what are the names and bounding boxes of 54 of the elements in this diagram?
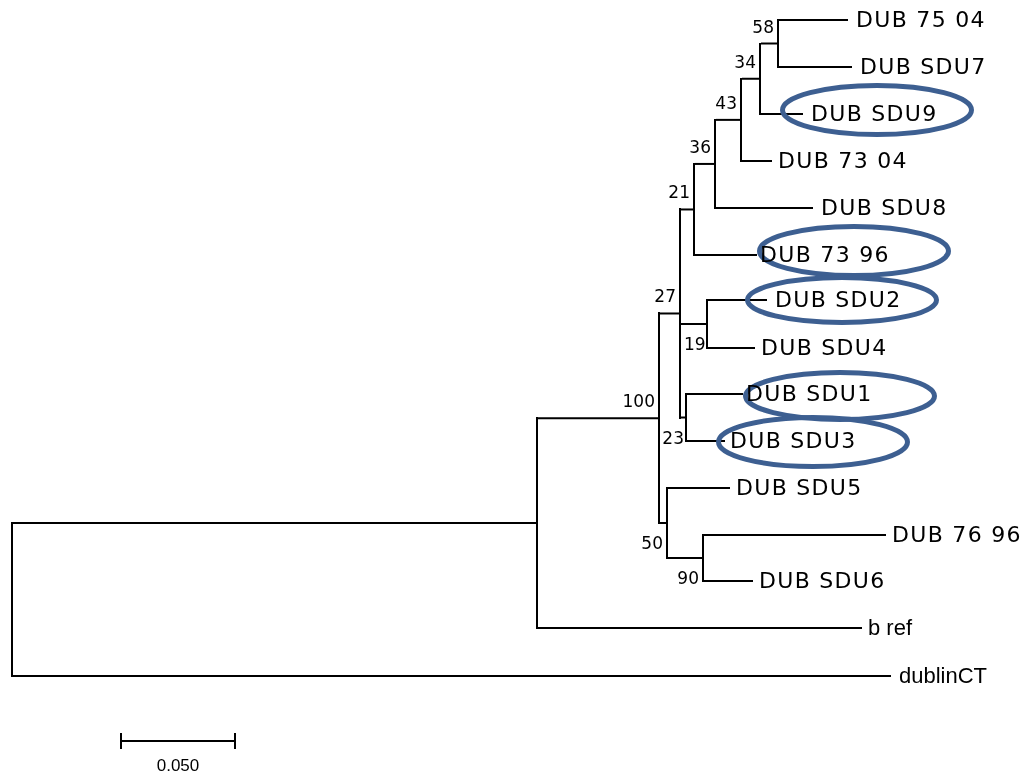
bootstrap-value: 21 [668, 182, 690, 203]
bootstrap-value: 43 [715, 92, 737, 113]
branch-line [680, 208, 694, 211]
branch-line [778, 19, 849, 21]
bootstrap-value: 36 [689, 136, 711, 157]
taxon-label: DUB SDU8 [813, 195, 948, 221]
branch-line [703, 580, 754, 582]
branch-line [680, 323, 707, 325]
highlight-ellipse [757, 224, 951, 278]
bootstrap-value: 19 [684, 334, 706, 354]
branch-line [741, 77, 760, 80]
taxon-label: b ref [862, 615, 913, 641]
highlight-ellipse [743, 370, 937, 422]
branch-line [12, 675, 892, 677]
branch-line [703, 534, 887, 536]
taxon-label: dublinCT [891, 663, 988, 689]
taxon-label: DUB 76 96 [886, 522, 1022, 548]
branch-line [686, 393, 744, 395]
bootstrap-value: 27 [654, 286, 676, 307]
branch-line [694, 254, 758, 256]
branch-line [680, 416, 686, 419]
bootstrap-value: 58 [752, 16, 774, 37]
branch-line [707, 347, 756, 349]
taxon-label: DUB SDU7 [852, 54, 987, 80]
taxon-label: DUB SDU4 [755, 335, 888, 361]
branch-line [778, 66, 853, 68]
branch-line [12, 522, 537, 525]
branch-line [741, 160, 773, 162]
branch-line [715, 207, 814, 209]
branch-line [659, 522, 667, 524]
scale-label: 0.050 [156, 756, 200, 776]
highlight-ellipse [716, 415, 910, 469]
branch-line [760, 42, 778, 45]
highlight-ellipse [780, 83, 974, 137]
branch-line [715, 118, 741, 121]
taxon-label: DUB 75 04 [848, 7, 986, 33]
branch-line [707, 299, 768, 301]
branch-line [686, 440, 726, 442]
branch-line [667, 557, 703, 559]
taxon-label: DUB 73 04 [772, 148, 908, 174]
branch-line [537, 627, 863, 629]
taxon-label: DUB SDU6 [753, 568, 886, 594]
bootstrap-value: 90 [677, 568, 699, 588]
branch-line [659, 312, 680, 315]
bootstrap-value: 34 [734, 51, 756, 72]
bootstrap-value: 23 [662, 427, 684, 448]
taxon-label: DUB SDU5 [730, 475, 863, 501]
branch-line [760, 113, 804, 115]
branch-line [537, 417, 659, 420]
branch-line [694, 162, 715, 165]
highlight-ellipse [745, 275, 939, 325]
branch-line [667, 487, 731, 489]
bootstrap-value: 100 [622, 391, 655, 412]
bootstrap-value: 50 [641, 533, 663, 553]
